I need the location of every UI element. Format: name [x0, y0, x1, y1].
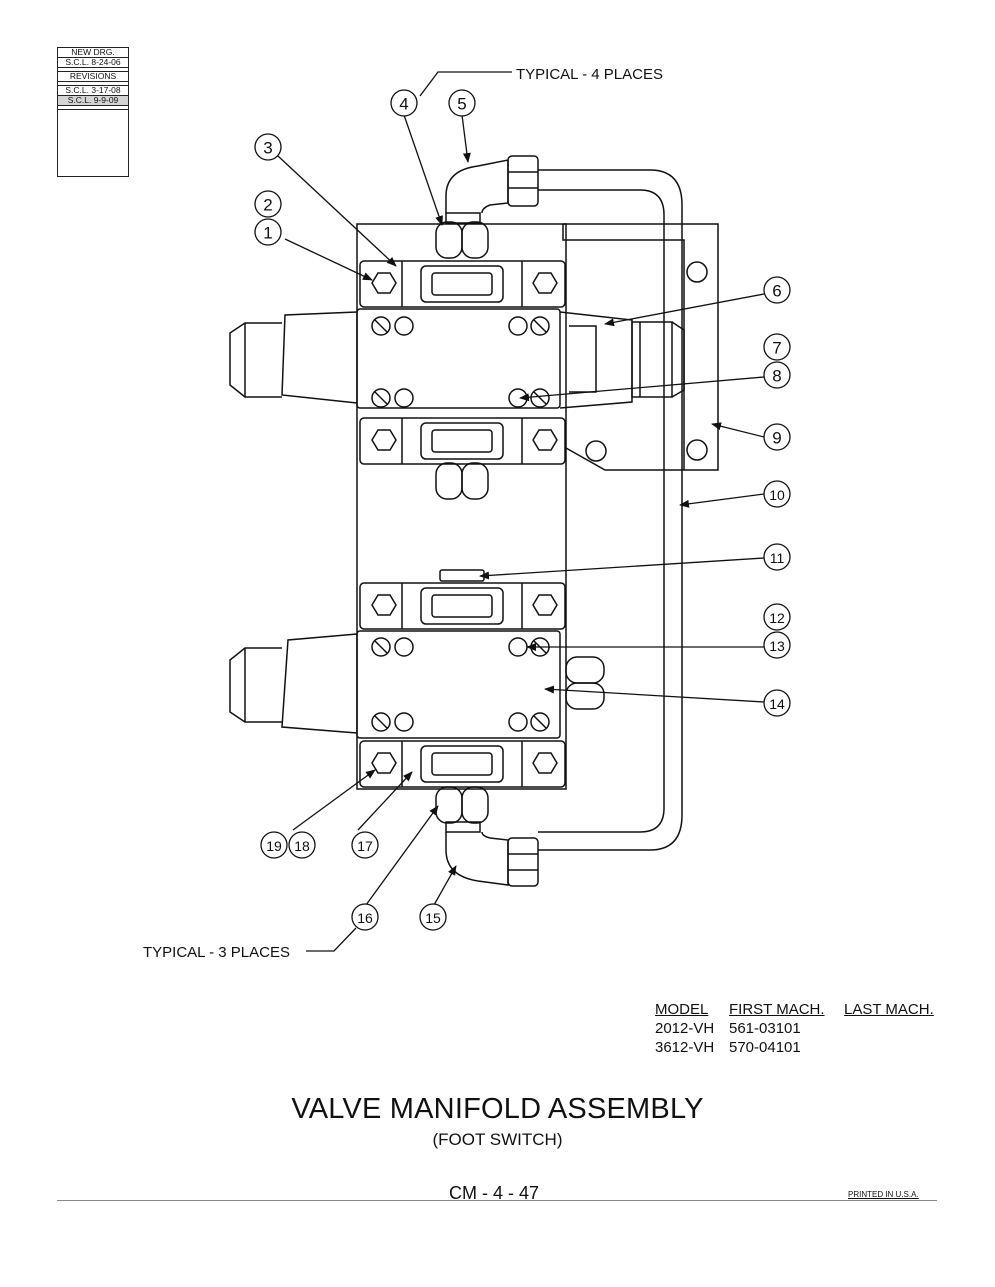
callout-8: 8: [772, 367, 781, 386]
o-ring: [461, 221, 489, 259]
solenoid-left-lower: [281, 633, 358, 734]
printed-in-usa: PRINTED IN U.S.A.: [848, 1190, 919, 1199]
callout-balloon: [254, 190, 282, 218]
last-mach-header: LAST MACH.: [844, 1001, 934, 1018]
o-ring: [565, 682, 605, 710]
callout-9: 9: [772, 429, 781, 448]
revision-date-1: S.C.L. 8-24-06: [58, 58, 128, 68]
subplate-upper-top: [359, 260, 566, 308]
model-header: MODEL: [655, 1001, 709, 1018]
hex-bolt: [532, 272, 558, 294]
fitting-nut-bottom: [507, 837, 539, 887]
model-cell: 3612-VH: [655, 1039, 715, 1056]
callout-6: 6: [772, 282, 781, 301]
callout-13: 13: [769, 638, 785, 654]
callout-balloon: [260, 831, 288, 859]
callout-balloon: [254, 218, 282, 246]
callout-12: 12: [769, 610, 785, 626]
page-title: VALVE MANIFOLD ASSEMBLY: [291, 1093, 704, 1125]
tube: [538, 169, 683, 851]
valve-body-lower: [356, 630, 561, 739]
bracket-hole: [686, 261, 708, 283]
solenoid-left-upper: [281, 311, 358, 404]
o-ring: [435, 786, 463, 824]
revision-block: NEW DRG. S.C.L. 8-24-06 REVISIONS S.C.L.…: [57, 47, 129, 177]
revision-spacer: [58, 106, 128, 110]
model-table: MODEL FIRST MACH. LAST MACH. 2012-VH 561…: [655, 1000, 934, 1057]
callout-balloon: [763, 631, 791, 659]
model-cell: 2012-VH: [655, 1020, 715, 1037]
callout-19: 19: [266, 838, 282, 854]
callout-balloon: [351, 903, 379, 931]
fitting-nut-right: [631, 321, 673, 398]
callout-1: 1: [263, 224, 272, 243]
page-number: CM - 4 - 47: [449, 1183, 540, 1203]
callout-balloon: [763, 361, 791, 389]
callout-balloon: [254, 133, 282, 161]
o-ring: [461, 462, 489, 500]
subplate-lower-bottom: [359, 740, 566, 788]
first-mach-header: FIRST MACH.: [729, 1001, 825, 1018]
typical-4-places-label: TYPICAL - 4 PLACES: [516, 66, 663, 83]
callout-balloon: [763, 276, 791, 304]
callout-balloon: [763, 423, 791, 451]
callout-7: 7: [772, 339, 781, 358]
callout-14: 14: [769, 696, 785, 712]
plug: [439, 569, 485, 582]
manifold-plate: [356, 223, 567, 790]
subplate-upper-bottom: [359, 417, 566, 465]
callout-3: 3: [263, 139, 272, 158]
callout-balloon: [288, 831, 316, 859]
callout-5: 5: [457, 95, 466, 114]
callout-4: 4: [399, 95, 408, 114]
o-ring: [435, 221, 463, 259]
callout-18: 18: [294, 838, 310, 854]
revision-spacer: [58, 68, 128, 72]
callout-balloon: [390, 89, 418, 117]
callout-balloon: [419, 903, 447, 931]
first-mach-cell: 561-03101: [729, 1020, 801, 1037]
first-mach-cell: 570-04101: [729, 1039, 801, 1056]
callout-balloon: [763, 689, 791, 717]
o-ring: [461, 786, 489, 824]
footer-divider: [57, 1200, 937, 1201]
callout-balloon: [763, 333, 791, 361]
callout-balloon: [763, 480, 791, 508]
elbow-fitting-top: [445, 159, 509, 214]
elbow-fitting-bottom: [445, 831, 509, 886]
callout-15: 15: [425, 910, 441, 926]
callout-balloon: [763, 543, 791, 571]
callout-11: 11: [770, 550, 785, 566]
typical-3-places-label: TYPICAL - 3 PLACES: [143, 944, 290, 961]
callout-17: 17: [357, 838, 373, 854]
callout-balloon: [763, 603, 791, 631]
table-row: 2012-VH 561-03101: [655, 1019, 934, 1038]
callout-balloon: [448, 89, 476, 117]
callout-2: 2: [263, 196, 272, 215]
bracket-hole: [585, 440, 607, 462]
fitting-nut-top: [507, 155, 539, 207]
revision-date-3: S.C.L. 9-9-09: [58, 96, 128, 106]
bracket-hole: [686, 439, 708, 461]
revision-spacer: [58, 82, 128, 86]
callout-16: 16: [357, 910, 373, 926]
callout-10: 10: [769, 487, 785, 503]
revision-heading: REVISIONS: [58, 72, 128, 82]
page-subtitle: (FOOT SWITCH): [432, 1130, 563, 1149]
model-table-header: MODEL FIRST MACH. LAST MACH.: [655, 1000, 934, 1019]
table-row: 3612-VH 570-04101: [655, 1038, 934, 1057]
o-ring: [565, 656, 605, 684]
revision-date-2: S.C.L. 3-17-08: [58, 86, 128, 96]
o-ring: [435, 462, 463, 500]
subplate-lower-top: [359, 582, 566, 630]
revision-new-drg: NEW DRG.: [58, 48, 128, 58]
callout-balloon: [351, 831, 379, 859]
valve-body-upper: [356, 308, 561, 409]
hex-bolt: [371, 272, 397, 294]
